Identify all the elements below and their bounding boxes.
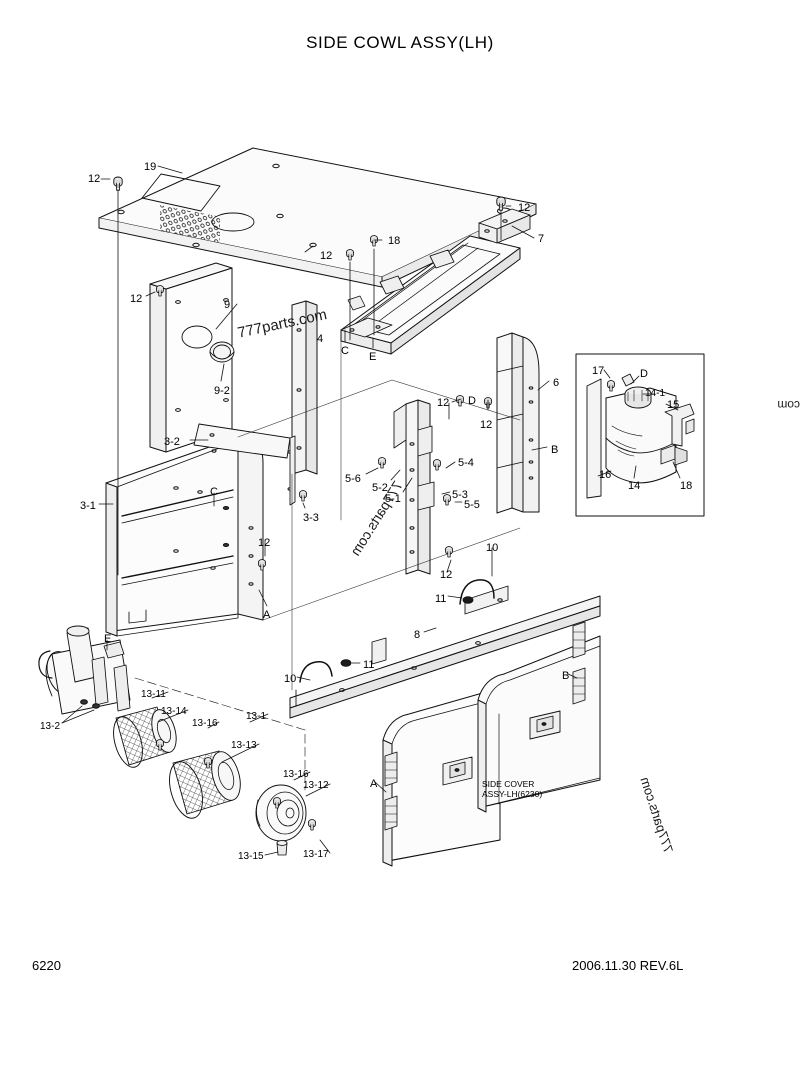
callout-12: 12	[440, 569, 453, 581]
callout-13-17: 13-17	[303, 849, 329, 860]
callout-5-3: 5-3	[452, 489, 468, 501]
callout-C: C	[210, 486, 218, 498]
callout-10: 10	[284, 673, 297, 685]
callout-5-6: 5-6	[345, 473, 361, 485]
callout-3-2: 3-2	[164, 436, 180, 448]
callout-E: E	[104, 633, 112, 645]
callout-C: C	[341, 345, 349, 357]
page-title: SIDE COWL ASSY(LH)	[306, 33, 494, 52]
callout-6: 6	[553, 377, 560, 389]
callout-13-1: 13-1	[246, 711, 267, 722]
callout-12: 12	[437, 397, 450, 409]
callout-5-4: 5-4	[458, 457, 474, 469]
callout-12: 12	[480, 419, 493, 431]
callout-18: 18	[680, 480, 693, 492]
watermark: com	[777, 398, 800, 412]
callout-5-2: 5-2	[372, 482, 388, 494]
page-code: 6220	[32, 958, 61, 973]
callout-11: 11	[435, 593, 447, 605]
callout-13-14: 13-14	[161, 706, 187, 717]
callout-18: 18	[388, 235, 401, 247]
callout-B: B	[551, 444, 559, 456]
callout-12: 12	[518, 202, 531, 214]
callout-13-15: 13-15	[238, 851, 264, 862]
callout-12: 12	[130, 293, 143, 305]
callout-3-1: 3-1	[80, 500, 96, 512]
callout-5-5: 5-5	[464, 499, 480, 511]
callout-B: B	[562, 670, 570, 682]
callout-E: E	[369, 351, 377, 363]
callout-12: 12	[88, 173, 101, 185]
callout-11: 11	[363, 659, 375, 671]
callout-14: 14	[628, 480, 641, 492]
callout-7: 7	[538, 233, 545, 245]
callout-13-11: 13-11	[141, 689, 166, 700]
revision-date: 2006.11.30 REV.6L	[572, 958, 684, 973]
callout-9-2: 9-2	[214, 385, 230, 397]
callout-5-1: 5-1	[385, 493, 401, 505]
callout-13-13: 13-13	[231, 740, 257, 751]
callout-13-16: 13-16	[283, 769, 309, 780]
callout-D: D	[640, 368, 648, 380]
callout-8: 8	[414, 629, 421, 641]
callout-13-2: 13-2	[40, 721, 61, 732]
callout-14-1: 14-1	[645, 388, 666, 399]
callout-4: 4	[317, 333, 324, 345]
callout-D: D	[468, 395, 476, 407]
callout-16: 16	[599, 469, 612, 481]
callout-10: 10	[486, 542, 499, 554]
callout-12: 12	[258, 537, 271, 549]
callout-3-3: 3-3	[303, 512, 319, 524]
callout-9: 9	[224, 299, 231, 311]
side-cover-caption: SIDE COVER ASSY-LH(6230)	[482, 779, 543, 799]
callout-12: 12	[320, 250, 333, 262]
callout-13-16: 13-16	[192, 718, 218, 729]
callout-17: 17	[592, 365, 605, 377]
callout-15: 15	[667, 399, 680, 411]
callout-19: 19	[144, 161, 157, 173]
callout-A: A	[263, 609, 271, 621]
callout-13-12: 13-12	[303, 780, 329, 791]
callout-A: A	[370, 778, 378, 790]
